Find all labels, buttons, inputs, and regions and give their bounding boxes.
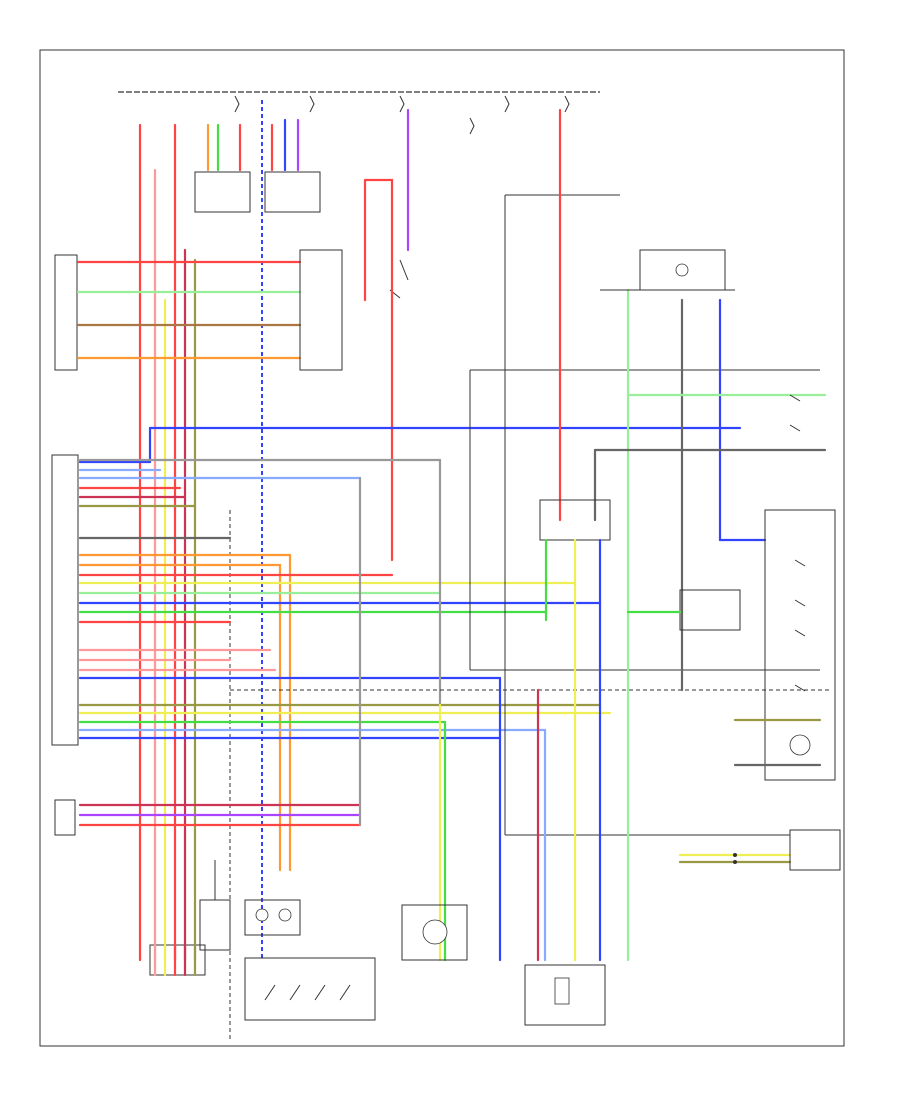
diagram-frame [39, 49, 845, 1047]
small-module-right [679, 589, 741, 631]
fuse-row [234, 95, 570, 135]
main-connector-wires [78, 426, 742, 872]
right-module-gauge [789, 734, 811, 756]
red-wire-mid [363, 178, 394, 562]
bottom-right-sensor [678, 829, 841, 871]
throttle-sensor-box [299, 249, 343, 371]
mode-switch-box [401, 904, 468, 961]
left-connector-lower [54, 799, 76, 836]
gray-bus-lines [78, 194, 830, 836]
upper-left-horizontal-wires [76, 260, 302, 360]
right-module-switches [794, 559, 806, 692]
bottom-right-module [524, 964, 606, 1026]
control-switch-contacts [264, 984, 351, 1001]
right-module [764, 509, 836, 781]
central-switch [539, 499, 611, 541]
left-vertical-wires [138, 100, 300, 1040]
bottom-left-small-box [199, 899, 231, 951]
clock-switch-box [244, 899, 301, 936]
right-switch-lines [593, 393, 827, 522]
bottom-connector-left [149, 944, 206, 976]
bottom-vertical-wires [358, 476, 547, 962]
bottom-left-connector-pins [153, 943, 197, 977]
relay-top-right [639, 249, 726, 291]
upper-relays [194, 171, 321, 213]
left-connector-upper [54, 254, 78, 371]
left-connector-main [51, 454, 79, 746]
control-switch-box [244, 957, 376, 1021]
